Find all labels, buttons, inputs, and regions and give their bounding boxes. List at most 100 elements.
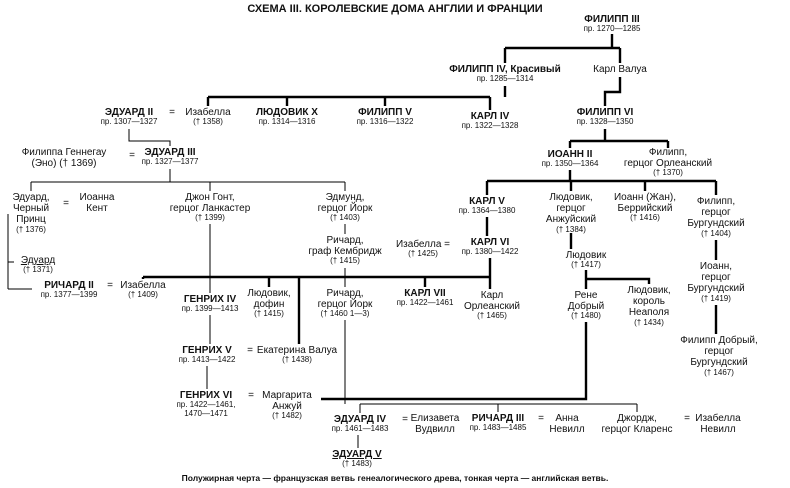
person-name: ЭДУАРД II [104,107,154,118]
person-john-gaunt: Джон Гонт, герцог Ланкастер († 1399) [158,192,262,223]
person-name: Карл Орлеанский [463,290,521,313]
person-elizaveta: Елизавета Вудвилл [404,413,466,435]
person-name: Карл Валуа [593,64,647,75]
person-name: Людовик, король Неаполя [627,285,671,319]
person-richard-cambridge: Ричард, граф Кембридж († 1415) [298,235,392,266]
person-izabella-fr: Изабелла († 1358) [178,107,238,127]
person-dates: пр. 1461—1483 [331,424,389,434]
person-eduard5: ЭДУАРД V († 1483) [322,449,392,469]
person-name: ФИЛИПП VI [576,107,634,118]
person-name: РИЧАРД III [471,413,525,424]
person-izabella-nevill: Изабелла Невилл [688,413,748,435]
person-dates: пр. 1422—1461, 1470—1471 [176,400,236,419]
person-name: Людовик, герцог Анжуйский [545,192,597,226]
person-name: Людовик [565,250,607,261]
person-dates: пр. 1285—1314 [476,74,534,84]
person-name: КАРЛ V [469,196,505,207]
marriage-equals-sign: = [107,280,113,291]
person-karl5: КАРЛ V пр. 1364—1380 [450,196,524,216]
person-philip-burg: Филипп, герцог Бургундский († 1404) [684,196,748,239]
person-dates: († 1419) [701,293,731,303]
person-dates: пр. 1413—1422 [178,355,236,365]
person-philip3: ФИЛИПП III пр. 1270—1285 [562,14,662,34]
person-dates: († 1416) [630,213,660,223]
marriage-equals-sign: = [247,345,253,356]
person-philip4: ФИЛИПП IV, Красивый пр. 1285—1314 [425,64,585,84]
marriage-equals-sign: = [248,390,254,401]
person-name: Изабелла [120,280,166,291]
person-ioann-jan: Иоанн (Жан), Беррийский († 1416) [607,192,683,223]
person-richard-york: Ричард, герцог Йорк († 1460 1—3) [300,288,390,319]
person-name: Эдуард, Черный Принц [12,192,50,226]
person-name: ЭДУАРД IV [333,414,387,425]
person-name: ЭДУАРД III [144,147,196,158]
person-dates: пр. 1307—1327 [100,117,158,127]
person-dates: († 1376) [16,224,46,234]
person-name: Иоанн (Жан), Беррийский [613,192,676,215]
person-richard2: РИЧАРД II пр. 1377—1399 [33,280,105,300]
person-dates: пр. 1316—1322 [356,117,414,127]
person-name: ЭДУАРД V [332,449,382,460]
person-name: Изабелла = [395,239,451,250]
person-name: Ричард, герцог Йорк [317,288,373,311]
person-name: Эдуард [20,255,56,266]
person-name: КАРЛ VII [404,288,446,299]
person-dates: († 1460 1—3) [320,309,370,319]
person-name: ФИЛИПП V [358,107,412,118]
person-dates: († 1480) [571,311,601,321]
person-anna-nevill: Анна Невилл [543,413,591,435]
marriage-equals-sign: = [684,413,690,424]
person-dates: († 1434) [634,317,664,327]
person-name: Ричард, граф Кембридж [308,235,382,258]
person-name: Маргарита Анжуй [262,390,312,413]
person-margarita: Маргарита Анжуй († 1482) [255,390,319,421]
person-dates: († 1417) [571,260,601,270]
person-dates: пр. 1270—1285 [583,24,641,34]
person-name: КАРЛ VI [470,237,510,248]
person-dates: пр. 1483—1485 [469,423,527,433]
diagram-title: СХЕМА III. КОРОЛЕВСКИЕ ДОМА АНГЛИИ И ФРА… [247,3,543,15]
person-philip-orlean: Филипп, герцог Орлеанский († 1370) [616,147,720,178]
person-name: Филиппа Геннегау (Эно) († 1369) [21,147,107,170]
person-name: Эдмунд, герцог Йорк [317,192,373,215]
person-genrih6: ГЕНРИХ VI пр. 1422—1461, 1470—1471 [168,390,244,419]
person-ludovik10: ЛЮДОВИК X пр. 1314—1316 [248,107,326,127]
legend-footnote: Полужирная черта — французская ветвь ген… [181,473,609,483]
french-branch-lines [141,34,718,401]
person-genrih5: ГЕНРИХ V пр. 1413—1422 [170,345,244,365]
person-dates: († 1467) [704,367,734,377]
person-ludovik-2: Людовик († 1417) [556,250,616,270]
person-eduard2: ЭДУАРД II пр. 1307—1327 [92,107,166,127]
person-name: КАРЛ IV [470,111,510,122]
person-karl-valua: Карл Валуа [578,64,662,75]
person-dates: († 1370) [653,168,683,178]
person-eduard-1371: Эдуард († 1371) [12,255,64,275]
person-philip6: ФИЛИПП VI пр. 1328—1350 [568,107,642,127]
person-dates: († 1358) [193,117,223,127]
person-dates: пр. 1364—1380 [458,206,516,216]
english-branch-lines [7,129,638,448]
person-dates: († 1371) [23,265,53,275]
person-dates: пр. 1328—1350 [576,117,634,127]
person-name: Елизавета Вудвилл [410,413,460,436]
person-dates: пр. 1422—1461 [396,298,454,308]
person-ioann-burg: Иоанн, герцог Бургундский († 1419) [685,261,747,304]
marriage-equals-sign: = [169,107,175,118]
person-name: Екатерина Валуа [256,345,338,356]
person-izabella-bav: Изабелла = († 1425) [389,239,457,259]
person-name: ФИЛИПП IV, Красивый [449,64,561,75]
person-ludovik-dofin: Людовик, дофин († 1415) [243,288,295,319]
person-dates: († 1415) [254,309,284,319]
person-eduard4: ЭДУАРД IV пр. 1461—1483 [322,414,398,434]
person-dates: († 1404) [701,228,731,238]
person-karl4: КАРЛ IV пр. 1322—1328 [453,111,527,131]
person-name: Филипп Добрый, герцог Бургундский [680,335,758,369]
person-philippa: Филиппа Геннегау (Эно) († 1369) [5,147,123,169]
person-richard3: РИЧАРД III пр. 1483—1485 [462,413,534,433]
person-dates: пр. 1350—1364 [541,159,599,169]
person-dates: († 1409) [128,290,158,300]
person-name: Изабелла Невилл [695,413,741,436]
person-dates: († 1415) [330,256,360,266]
person-name: ЛЮДОВИК X [256,107,318,118]
